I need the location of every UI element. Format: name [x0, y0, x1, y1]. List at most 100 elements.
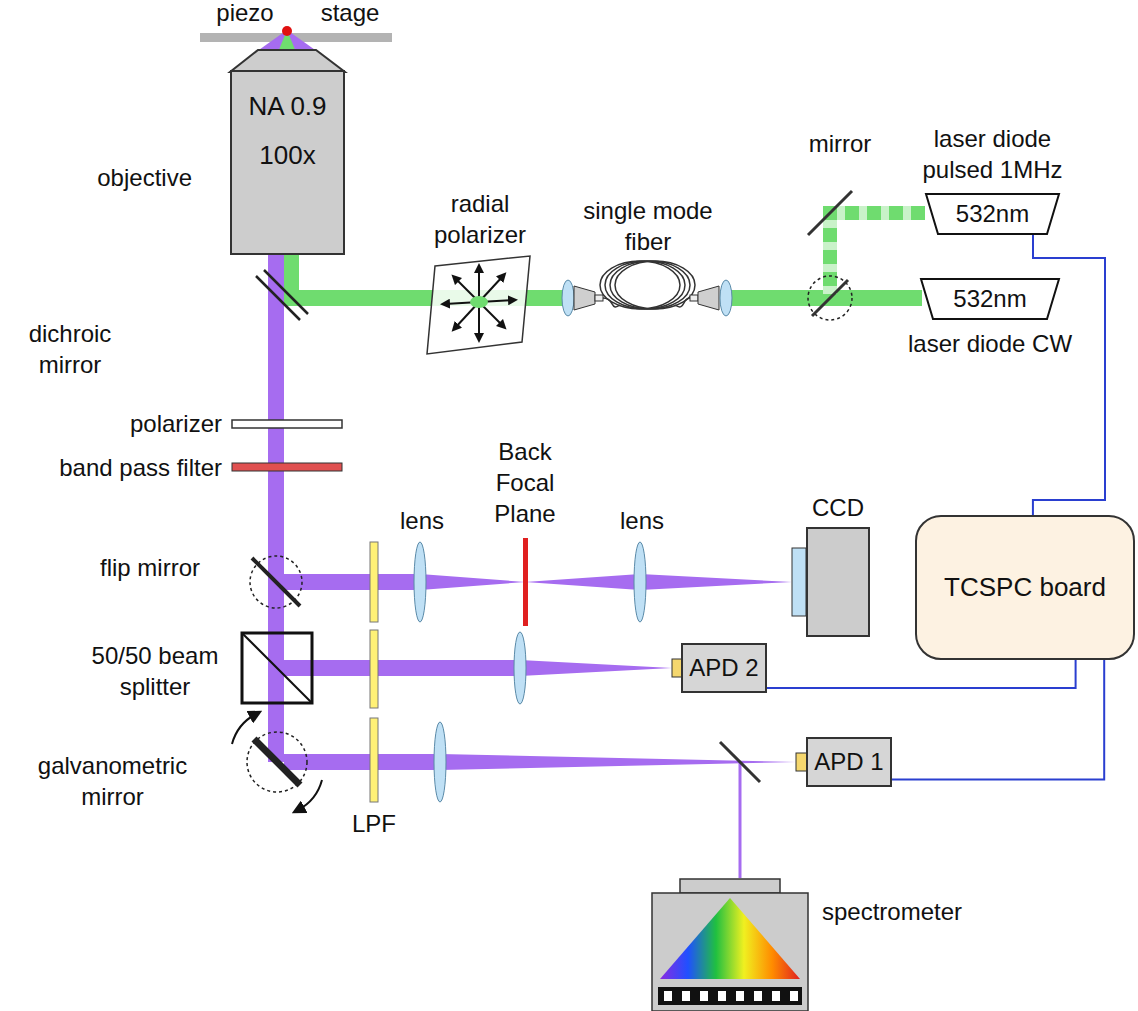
node-text: 532nm — [956, 199, 1029, 229]
emission-beam — [284, 660, 370, 676]
ccd-camera: CCD — [806, 527, 870, 637]
laser-diode: laser diode pulsed 1MHz532nm — [925, 193, 1060, 235]
single-mode-fiber — [562, 280, 574, 316]
emission-beam — [525, 574, 640, 590]
detector-pixel — [682, 991, 690, 1001]
spectrometer: spectrometer — [650, 878, 810, 1011]
detector-pixel — [790, 991, 798, 1001]
back-focal-plane — [523, 538, 528, 626]
detector-pixel — [700, 991, 708, 1001]
emission-beam — [739, 762, 742, 878]
spectrometer-body — [652, 893, 808, 1011]
beam-splitter — [242, 633, 312, 703]
emission-beam — [440, 754, 796, 770]
emission-beam — [268, 255, 796, 878]
radial-polarizer — [427, 256, 530, 354]
single-mode-fiber — [610, 261, 690, 309]
lens — [414, 542, 426, 622]
component-label: stage — [300, 0, 400, 26]
galvanometric-mirror — [232, 714, 256, 744]
flip-mirror — [250, 556, 302, 608]
band-pass-filter — [232, 463, 342, 471]
emission-beam — [378, 660, 520, 676]
long-pass-filter — [370, 630, 378, 708]
objective-taper — [230, 50, 345, 72]
long-pass-filter — [370, 542, 378, 622]
component-label: polarizer — [0, 408, 222, 439]
flip-mirror — [252, 558, 300, 606]
laser-body — [921, 279, 1059, 319]
spectrometer-slit — [680, 879, 780, 893]
component-label: CCD — [812, 492, 864, 523]
node-text: 532nm — [953, 284, 1026, 314]
single-mode-fiber — [595, 295, 603, 301]
component-label: galvanometric mirror — [10, 750, 215, 812]
component-label: piezo — [200, 0, 290, 26]
signal-cable — [892, 660, 1104, 780]
component-label: Back Focal Plane — [478, 436, 572, 530]
emission-beam — [378, 754, 440, 770]
lens — [514, 632, 526, 704]
radial-polarizer — [427, 256, 530, 354]
galvanometric-mirror — [247, 732, 307, 792]
detector-pixel — [736, 991, 744, 1001]
galvanometric-mirror — [232, 714, 322, 810]
single-mode-fiber — [600, 261, 680, 309]
apd-detector: APD 2 — [681, 643, 767, 693]
single-mode-fiber — [615, 261, 695, 309]
component-label: single mode fiber — [568, 195, 728, 257]
node-text: APD 1 — [814, 747, 883, 777]
signal-cable — [767, 660, 1076, 688]
spectrometer-outline — [650, 878, 810, 1011]
component-label: spectrometer — [822, 896, 962, 927]
emission-beam — [268, 255, 284, 762]
pickoff-mirror — [720, 742, 760, 782]
component-label: LPF — [344, 808, 404, 839]
component-label: radial polarizer — [420, 188, 540, 250]
emission-beam — [640, 574, 792, 590]
beam-splitter — [242, 633, 312, 703]
detector-pixel — [754, 991, 762, 1001]
lens — [414, 542, 646, 802]
beam-mirror — [808, 276, 852, 320]
dichroic-mirror — [256, 270, 308, 320]
band-pass-filter — [232, 463, 342, 471]
lens — [634, 542, 646, 622]
laser-body — [926, 194, 1059, 234]
objective-lens: objectiveNA 0.9100x — [230, 70, 345, 255]
single-mode-fiber — [574, 286, 595, 310]
beam-splitter — [242, 633, 312, 703]
beam-mirror — [808, 191, 852, 320]
polarizer — [232, 420, 342, 428]
lens — [434, 722, 446, 802]
component-label: dichroic mirror — [0, 318, 140, 380]
polarizer — [232, 420, 342, 428]
single-mode-fiber — [562, 261, 732, 316]
detector-pixel — [664, 991, 672, 1001]
component-label: lens — [612, 505, 672, 536]
radial-polarizer — [445, 268, 513, 338]
sample-dot — [282, 26, 292, 36]
sample-dot — [282, 26, 292, 36]
galvanometric-mirror — [298, 780, 322, 810]
node-text: APD 2 — [689, 653, 758, 683]
single-mode-fiber — [720, 280, 732, 316]
detector-array — [658, 987, 802, 1005]
signal-cable — [1033, 235, 1105, 515]
component-label: band pass filter — [0, 452, 222, 483]
component-label: laser diode pulsed 1MHz — [908, 123, 1078, 185]
component-label: lens — [392, 505, 452, 536]
single-mode-fiber — [675, 298, 690, 307]
radial-polarizer — [470, 296, 488, 308]
emission-beam — [520, 660, 672, 676]
ccd-sensor — [792, 548, 806, 616]
long-pass-filter — [370, 718, 378, 802]
node-text: 100x — [259, 139, 315, 172]
detector-pixel — [718, 991, 726, 1001]
back-focal-plane — [523, 538, 528, 626]
spectrum-fan — [660, 898, 800, 979]
pickoff-mirror — [720, 742, 760, 782]
